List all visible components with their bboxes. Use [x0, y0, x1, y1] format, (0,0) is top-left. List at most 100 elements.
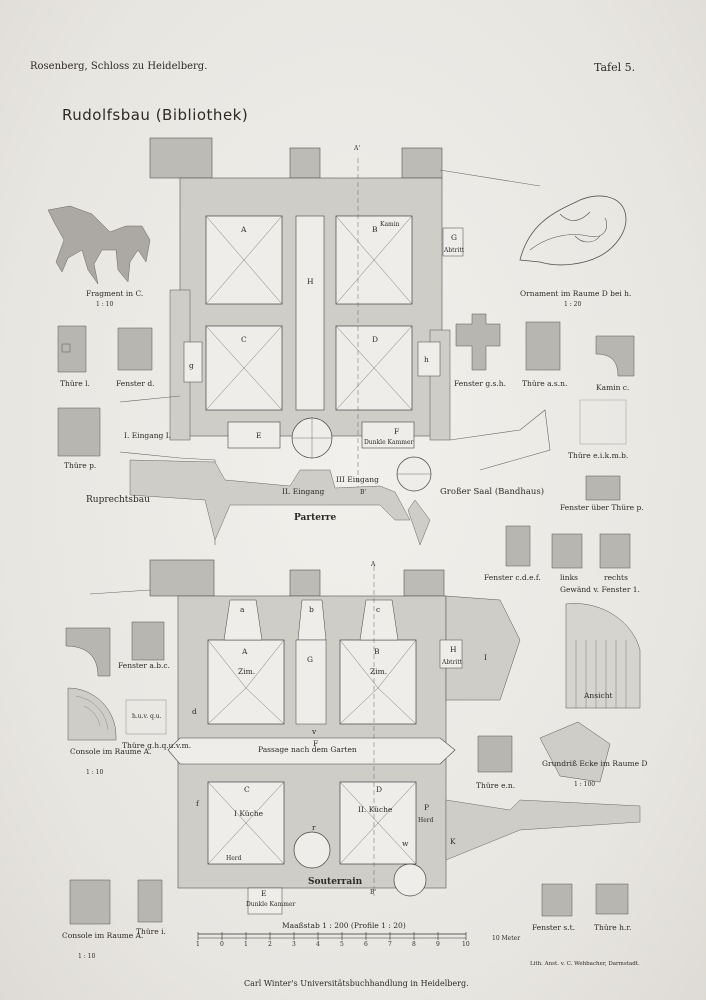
fragment-caption: Fragment in C.: [86, 289, 144, 298]
zim-b-label: Zim.: [370, 667, 388, 676]
grosser-saal-label: Großer Saal (Bandhaus): [440, 487, 545, 497]
dunkle-kammer-parterre: Dunkle Kammer: [364, 439, 414, 446]
fenster-gsh-caption: Fenster g.s.h.: [454, 379, 506, 388]
souterrain-plan: [89, 559, 641, 915]
room-a-label: A: [241, 225, 247, 234]
plate-number: Tafel 5.: [594, 61, 636, 74]
sout-f-label: f: [196, 799, 199, 808]
room-g-small-label: g: [189, 361, 194, 370]
sout-c-label: c: [376, 605, 381, 614]
souterrain-heading: Souterrain: [308, 877, 363, 887]
scale-label: Maaßstab 1 : 200 (Profile 1 : 20): [282, 921, 406, 930]
ruprechtsbau-label: Ruprechtsbau: [86, 495, 150, 505]
sout-abtritt-label: Abtritt: [442, 659, 463, 666]
thure-eikmb-caption: Thüre e.i.k.m.b.: [568, 451, 629, 460]
scale-tick: 5: [340, 941, 344, 948]
rechts-caption: rechts: [604, 573, 628, 582]
room-f-label: F: [394, 427, 400, 436]
eingang-3-label: III Eingang: [336, 475, 379, 484]
plate-header-left: Rosenberg, Schloss zu Heidelberg.: [30, 61, 208, 72]
abtritt-label: Abtritt: [444, 247, 465, 254]
fenster-abc-caption: Fenster a.b.c.: [118, 661, 170, 670]
sout-h-label: H: [450, 645, 457, 654]
scale-end-label: 10 Meter: [492, 935, 521, 942]
fenster-st-caption: Fenster s.t.: [532, 923, 575, 932]
room-c-label: C: [241, 335, 247, 344]
thure-p-caption: Thüre p.: [64, 461, 97, 470]
parterre-details: [47, 195, 635, 569]
fragment-scale: 1 : 10: [96, 301, 114, 308]
eingang-1-label: I. Eingang I.: [124, 431, 172, 440]
kamin-c-caption: Kamin c.: [596, 383, 630, 392]
sout-room-c: C: [244, 785, 250, 794]
thure-hr-caption: Thüre h.r.: [594, 923, 632, 932]
console-a2-scale: 1 : 10: [78, 953, 96, 960]
console-a2-caption: Console im Raume A.: [62, 931, 144, 940]
sout-b-label: b: [309, 605, 314, 614]
scale-tick: 2: [268, 941, 272, 948]
sout-r-label: r: [312, 823, 316, 832]
scale-tick: 0: [220, 941, 224, 948]
sout-a-label: a: [240, 605, 245, 614]
kuche-2-label: II. Küche: [358, 805, 393, 814]
ansicht-caption: Ansicht: [584, 691, 613, 700]
sout-g-label: G: [307, 655, 313, 664]
sout-v-label: v: [312, 727, 317, 736]
sout-d-label: d: [192, 707, 197, 716]
sout-w-label: w: [402, 839, 409, 848]
thure-asn-caption: Thüre a.s.n.: [522, 379, 568, 388]
scale-tick: 3: [292, 941, 296, 948]
herd-2-label: Herd: [418, 817, 434, 824]
thure-ghquvm-caption: Thüre g.h.q.u.v.m.: [122, 741, 192, 750]
sout-f-upper-label: F: [313, 739, 319, 748]
scale-tick: 9: [436, 941, 440, 948]
sout-room-b: B: [374, 647, 380, 656]
souterrain-axis-bottom: B': [370, 889, 377, 896]
fenster-d-caption: Fenster d.: [116, 379, 155, 388]
kamin-label: Kamin: [380, 221, 400, 228]
ornament-caption: Ornament im Raume D bei h.: [520, 289, 632, 298]
room-h-small-label: h: [424, 355, 429, 364]
links-caption: links: [560, 573, 579, 582]
scale-tick: 8: [412, 941, 416, 948]
room-b-label: B: [372, 225, 378, 234]
sout-i-label: I: [484, 653, 487, 662]
plate-title: Rudolfsbau (Bibliothek): [62, 106, 249, 124]
room-g-label: H: [307, 277, 314, 286]
gewand-caption: Gewänd v. Fenster 1.: [560, 585, 640, 594]
sout-room-d: D: [376, 785, 383, 794]
parterre-axis-top: A': [354, 145, 360, 152]
scale-tick: 7: [388, 941, 392, 948]
room-e-label: E: [256, 431, 262, 440]
console-a-caption: Console im Raume A.: [70, 747, 152, 756]
scale-tick: 1: [244, 941, 248, 948]
scale-tick: 4: [316, 941, 320, 948]
sout-k-label: K: [450, 837, 456, 846]
fenster-uber-caption: Fenster über Thüre p.: [560, 503, 644, 512]
ornament-scale: 1 : 20: [564, 301, 582, 308]
grundriss-scale: 1 : 100: [574, 781, 596, 788]
scale-tick: 1: [196, 941, 200, 948]
parterre-plan: [119, 137, 551, 546]
sout-e-label: E: [261, 889, 267, 898]
console-a-scale: 1 : 10: [86, 769, 104, 776]
eingang-2-label: II. Eingang: [282, 487, 325, 496]
grundriss-caption: Grundriß Ecke im Raume D: [542, 759, 648, 768]
scale-tick: 6: [364, 941, 368, 948]
thure-i-caption: Thüre i.: [136, 927, 166, 936]
thure-l-caption: Thüre l.: [60, 379, 90, 388]
souterrain-axis-top: A: [371, 561, 376, 568]
scale-tick: 10: [462, 941, 470, 948]
herd-1-label: Herd: [226, 855, 242, 862]
room-d-label: D: [372, 335, 379, 344]
kuche-1-label: I Küche: [234, 809, 264, 818]
souterrain-details: [65, 603, 641, 925]
room-h-label: G: [451, 233, 457, 242]
zim-a-label: Zim.: [238, 667, 256, 676]
sout-room-a: A: [242, 647, 248, 656]
thure-en-caption: Thüre e.n.: [476, 781, 516, 790]
publisher-footer: Carl Winter's Universitätsbuchhandlung i…: [244, 979, 469, 988]
passage-label: Passage nach dem Garten: [258, 745, 357, 754]
scale-bar: [197, 932, 467, 940]
